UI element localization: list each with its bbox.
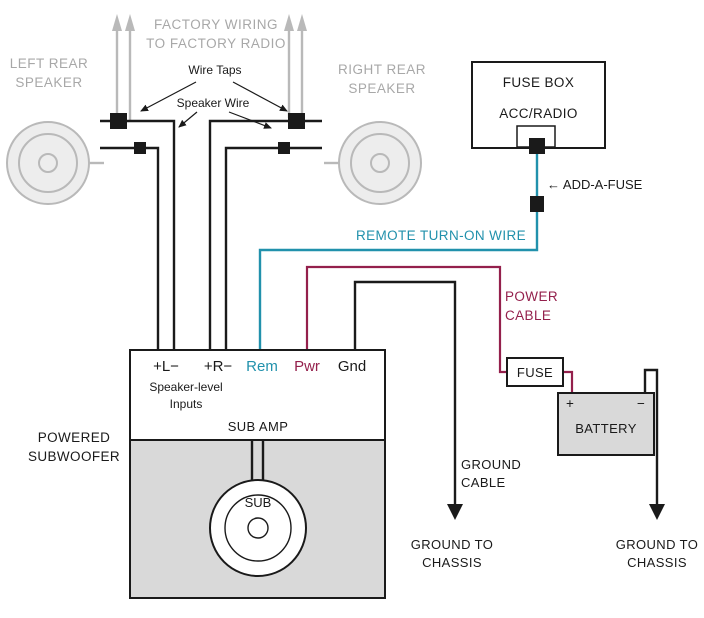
up-arrow-icon (112, 14, 122, 31)
sub-cone-center (247, 517, 269, 539)
amp-terminal-ground: Gnd (337, 358, 367, 375)
battery-positive-terminal: + (566, 396, 574, 411)
amp-terminal-remote: Rem (246, 358, 278, 375)
fuse-label: FUSE (516, 365, 554, 380)
speaker-wires (100, 113, 322, 355)
speaker-wire-arrow-left (178, 111, 198, 128)
label-callout-arrows (140, 81, 288, 129)
add-a-fuse-tap (529, 138, 545, 154)
ground-wire (353, 280, 457, 505)
battery-label: BATTERY (575, 421, 637, 436)
ground-arrow-right-icon (649, 504, 665, 520)
right-rear-speaker-label: RIGHT REAR SPEAKER (337, 62, 426, 96)
power-wire-front (305, 265, 509, 374)
remote-turn-on-label: REMOTE TURN-ON WIRE (355, 228, 527, 243)
left-rear-speaker-label: LEFT REAR SPEAKER (9, 56, 89, 90)
battery-box (557, 392, 655, 456)
power-wire-to-battery (561, 370, 574, 396)
factory-wiring-arrows (112, 14, 307, 121)
sub-cone-outer (209, 479, 307, 577)
up-arrow-icon (284, 14, 294, 31)
powered-subwoofer-label: POWERED SUBWOOFER (27, 430, 121, 464)
wire-connector-right (278, 142, 290, 154)
sub-driver-label: SUB (244, 495, 272, 510)
speaker-wire-label: Speaker Wire (176, 96, 250, 110)
up-arrow-icon (125, 14, 135, 31)
wire-tap-right (288, 113, 305, 129)
factory-wiring-label: FACTORY WIRING TO FACTORY RADIO (146, 17, 286, 51)
amp-terminal-right-input: +R− (203, 358, 233, 375)
sub-amp-label: SUB AMP (227, 419, 289, 434)
ground-cable-label: GROUND CABLE (461, 457, 522, 491)
inline-fuse-box (506, 357, 564, 387)
amp-terminal-power: Pwr (294, 358, 320, 375)
speaker-wire-right-a (208, 119, 322, 355)
right-rear-speaker-icon (324, 121, 422, 205)
sub-cone-ring (224, 494, 292, 562)
wire-tap-left (110, 113, 127, 129)
speaker-center (370, 153, 390, 173)
speaker-ring (18, 133, 78, 193)
battery-ground-wire (643, 368, 659, 505)
left-rear-speaker-icon (6, 121, 104, 205)
speaker-wire-arrow-right (228, 111, 272, 129)
speaker-center (38, 153, 58, 173)
ground-to-chassis-left-label: GROUND TO CHASSIS (410, 537, 494, 571)
ground-to-chassis-right-label: GROUND TO CHASSIS (615, 537, 699, 571)
power-cable-label: POWER CABLE (505, 289, 559, 323)
speaker-ring (350, 133, 410, 193)
acc-radio-label: ACC/RADIO (499, 106, 578, 121)
amp-terminal-left-input: +L− (153, 358, 179, 375)
wire-taps-arrow-left (140, 81, 197, 112)
amp-box (129, 349, 386, 441)
speaker-wire-left-b (100, 146, 160, 355)
wire-connector-left (134, 142, 146, 154)
add-a-fuse-label: ← ADD-A-FUSE (547, 177, 643, 192)
fuse-box-title: FUSE BOX (502, 75, 575, 90)
sub-speaker-leads (250, 438, 265, 486)
battery-negative-terminal: − (637, 396, 645, 411)
add-a-fuse-holder (530, 196, 544, 212)
speaker-wire-left-a (100, 119, 176, 355)
up-arrow-icon (297, 14, 307, 31)
wire-taps-label: Wire Taps (188, 63, 242, 77)
wire-taps-arrow-right (232, 81, 288, 112)
speaker-level-inputs-label: Speaker-level Inputs (149, 380, 223, 411)
ground-arrow-left-icon (447, 504, 463, 520)
